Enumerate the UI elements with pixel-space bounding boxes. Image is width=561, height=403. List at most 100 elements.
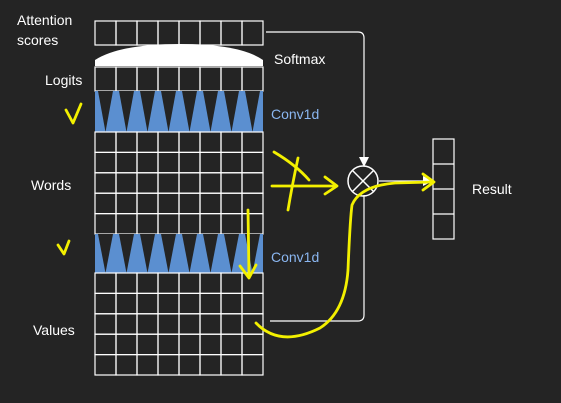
attention-scores-label-line1: Attention (17, 12, 72, 28)
handwritten-arrow-down (246, 208, 251, 277)
value-cell (157, 292, 180, 315)
softmax-label: Softmax (274, 51, 325, 67)
value-cell (136, 333, 159, 356)
value-cell (136, 272, 159, 294)
value-cell (241, 313, 264, 335)
value-cell (220, 292, 243, 315)
conv1d-top-label: Conv1d (271, 106, 319, 122)
softmax-to-multiply-line (266, 31, 365, 160)
attention-score-cell (115, 20, 138, 46)
word-cell (220, 213, 243, 235)
handwritten-curve-to-result (254, 180, 434, 339)
value-cell (115, 313, 138, 335)
word-cell (94, 213, 117, 235)
word-cell (115, 172, 138, 194)
value-cell (220, 333, 243, 356)
conv1d-top-kernel-gap (224, 91, 239, 132)
word-cell (241, 213, 264, 235)
word-cell (94, 151, 117, 174)
word-cell (199, 213, 222, 235)
value-cell (199, 292, 222, 315)
value-cell (136, 313, 159, 335)
word-cell (115, 131, 138, 153)
word-cell (220, 192, 243, 215)
value-cell (115, 272, 138, 294)
value-cell (178, 313, 201, 335)
handwritten-annotations (56, 102, 436, 339)
logit-cell (178, 66, 201, 92)
word-cell (136, 213, 159, 235)
value-cell (199, 272, 222, 294)
word-cell (220, 151, 243, 174)
value-cell (94, 313, 117, 335)
attention-scores-row (94, 20, 264, 46)
word-cell (178, 172, 201, 194)
values-grid (94, 272, 264, 376)
value-cell (199, 333, 222, 356)
conv1d-bottom-kernel-gap (161, 234, 176, 273)
attention-score-cell (157, 20, 180, 46)
word-cell (241, 192, 264, 215)
logit-cell (241, 66, 264, 92)
word-cell (241, 151, 264, 174)
word-cell (157, 131, 180, 153)
values-label: Values (33, 322, 75, 338)
conv1d-bottom-kernels (95, 234, 263, 273)
word-cell (199, 172, 222, 194)
word-cell (94, 172, 117, 194)
word-cell (136, 172, 159, 194)
attention-score-cell (199, 20, 222, 46)
conv1d-bottom-kernel-gap (140, 234, 155, 273)
value-cell (115, 354, 138, 376)
word-cell (157, 192, 180, 215)
conv1d-top-kernel-gap (182, 91, 197, 132)
logit-cell (220, 66, 243, 92)
value-cell (220, 354, 243, 376)
value-cell (241, 333, 264, 356)
word-cell (157, 172, 180, 194)
softmax-dome (95, 44, 263, 66)
attention-score-cell (136, 20, 159, 46)
word-cell (178, 131, 201, 153)
logits-row (94, 66, 264, 92)
value-cell (157, 354, 180, 376)
word-cell (115, 151, 138, 174)
value-cell (136, 354, 159, 376)
logit-cell (94, 66, 117, 92)
word-cell (199, 131, 222, 153)
value-cell (157, 313, 180, 335)
value-cell (199, 313, 222, 335)
attention-score-cell (241, 20, 264, 46)
word-cell (157, 151, 180, 174)
checkmark-top (64, 102, 83, 125)
value-cell (220, 313, 243, 335)
word-cell (136, 192, 159, 215)
logit-cell (115, 66, 138, 92)
attention-scores-label-line2: scores (17, 32, 58, 48)
value-cell (94, 354, 117, 376)
value-cell (94, 292, 117, 315)
handwritten-arrowhead-result (421, 172, 436, 192)
words-grid (94, 131, 264, 235)
conv1d-bottom-kernel-gap (203, 234, 218, 273)
attention-score-cell (94, 20, 117, 46)
conv1d-top-kernel-gap (161, 91, 176, 132)
result-vector (432, 138, 455, 240)
value-cell (157, 333, 180, 356)
handwritten-arrowhead-multiply (323, 175, 339, 196)
value-cell (178, 354, 201, 376)
word-cell (199, 192, 222, 215)
word-cell (241, 131, 264, 153)
word-cell (241, 172, 264, 194)
conv1d-bottom-kernel-gap (119, 234, 134, 273)
word-cell (220, 131, 243, 153)
conv1d-top-kernel-gap (98, 91, 113, 132)
attention-score-cell (178, 20, 201, 46)
conv1d-top-kernels (95, 91, 263, 132)
conv1d-bottom-label: Conv1d (271, 249, 319, 265)
handwritten-arrowhead-down (238, 263, 258, 280)
word-cell (94, 192, 117, 215)
logit-cell (199, 66, 222, 92)
